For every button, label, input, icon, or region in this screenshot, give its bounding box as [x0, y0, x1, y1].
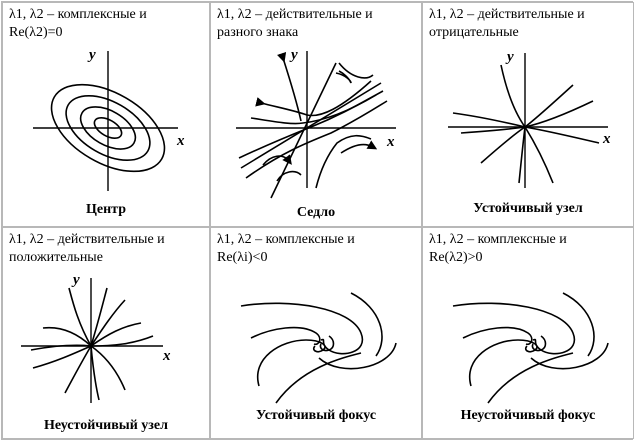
portrait-name: Неустойчивый фокус: [460, 408, 596, 423]
cell-saddle: λ1, λ2 – действительные и разного знака …: [210, 2, 422, 227]
trajectory: [462, 326, 533, 346]
trajectory: [245, 100, 388, 179]
trajectory: [68, 287, 92, 347]
stable-node-portrait: y x: [448, 49, 611, 188]
portrait-name: Устойчивый узел: [473, 201, 583, 216]
x-label: x: [386, 134, 395, 150]
trajectory: [452, 302, 576, 355]
condition-text: λ1, λ2 – комплексные и Re(λi)<0: [217, 232, 355, 265]
trajectory: [256, 339, 326, 387]
condition-text: λ1, λ2 – действительные и разного знака: [217, 7, 373, 40]
x-label: x: [602, 131, 611, 147]
y-label: y: [71, 272, 80, 288]
portrait-name: Неустойчивый узел: [43, 418, 168, 433]
portrait-name: Устойчивый фокус: [255, 408, 377, 423]
trajectory: [500, 64, 526, 128]
trajectory: [524, 126, 554, 184]
trajectory: [250, 326, 321, 346]
y-label: y: [289, 47, 298, 63]
trajectory: [64, 345, 92, 394]
trajectory: [90, 322, 142, 347]
trajectory: [335, 70, 352, 84]
trajectory: [350, 292, 383, 357]
cell-center: λ1, λ2 – комплексные и Re(λ2)=0 y x Цент…: [2, 2, 210, 227]
y-label: y: [505, 49, 514, 65]
trajectory: [250, 94, 377, 125]
trajectory: [240, 302, 364, 355]
condition-text: λ1, λ2 – комплексные и Re(λ2)=0: [9, 7, 147, 40]
separatrix-unstable: [240, 82, 382, 169]
cell-stable-focus: λ1, λ2 – комплексные и Re(λi)<0 Устойчив…: [210, 227, 422, 439]
trajectory: [315, 134, 372, 189]
trajectory: [468, 339, 538, 387]
saddle-portrait: y x: [236, 47, 396, 199]
trajectory: [255, 80, 372, 117]
cell-unstable-node: λ1, λ2 – действительные и положительные …: [2, 227, 210, 439]
center-portrait: y x: [33, 47, 185, 191]
cell-stable-node: λ1, λ2 – действительные и отрицательные …: [422, 2, 634, 227]
trajectory: [524, 100, 594, 128]
trajectory: [452, 112, 526, 128]
trajectory: [480, 126, 526, 164]
condition-text: λ1, λ2 – действительные и положительные: [9, 232, 165, 265]
trajectory: [90, 287, 108, 347]
trajectory: [340, 140, 378, 154]
trajectory: [90, 345, 126, 391]
trajectory: [487, 352, 574, 404]
trajectory: [262, 154, 292, 166]
stable-focus-portrait: [240, 292, 397, 404]
condition-text: λ1, λ2 – комплексные и Re(λ2)>0: [429, 232, 567, 265]
trajectory: [524, 126, 600, 144]
x-label: x: [162, 348, 171, 364]
trajectory: [90, 299, 126, 347]
trajectory: [42, 326, 92, 347]
spiral-core: [531, 335, 547, 352]
trajectory: [518, 126, 526, 184]
x-label: x: [176, 133, 185, 149]
trajectory: [530, 342, 609, 370]
trajectory: [90, 345, 100, 401]
trajectory: [238, 90, 384, 159]
trajectory: [275, 352, 362, 404]
trajectory: [524, 84, 574, 128]
trajectory: [318, 342, 397, 370]
unstable-node-portrait: y x: [21, 272, 171, 403]
portrait-name: Седло: [296, 205, 336, 220]
trajectory: [460, 126, 526, 134]
spiral-core: [319, 335, 335, 352]
trajectory: [90, 335, 154, 347]
unstable-focus-portrait: [452, 292, 609, 404]
trajectory: [276, 51, 302, 122]
portrait-name: Центр: [85, 202, 126, 217]
closed-orbits: [50, 83, 166, 173]
trajectory: [30, 344, 92, 351]
y-label: y: [87, 47, 96, 63]
trajectory: [338, 62, 374, 79]
condition-text: λ1, λ2 – действительные и отрицательные: [429, 7, 585, 40]
trajectory: [32, 345, 92, 369]
cell-unstable-focus: λ1, λ2 – комплексные и Re(λ2)>0 Неустойч…: [422, 227, 634, 439]
trajectory: [562, 292, 595, 357]
trajectory: [276, 170, 302, 182]
